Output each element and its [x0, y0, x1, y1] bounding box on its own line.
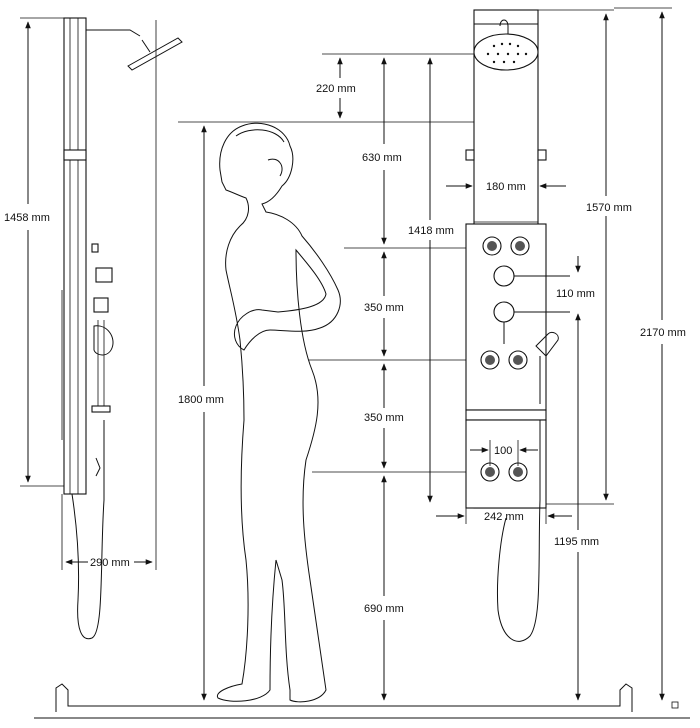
panel-width-bottom-dimension: 242 mm [436, 508, 572, 524]
side-height-dimension: 1458 mm [4, 17, 64, 487]
jet-span-dimension: 1418 mm [408, 57, 454, 503]
head-clearance-dimension: 220 mm [316, 53, 480, 119]
hand-shower [496, 331, 559, 642]
rain-shower-head [473, 19, 539, 71]
floor-base [34, 683, 690, 719]
person-height-dimension: 1800 mm [178, 121, 512, 701]
side-depth-dimension: 290 mm [61, 20, 157, 570]
person-height-label: 1800 mm [178, 394, 224, 406]
jet-spacing-lower-label: 350 mm [364, 412, 404, 424]
jet-pair-spacing-dimension: 100 [470, 440, 538, 466]
control-spacing-label: 110 mm [556, 288, 595, 300]
head-clearance-label: 220 mm [316, 83, 356, 95]
floor-to-handset-dimension: 1195 mm [554, 313, 599, 701]
total-height-label: 2170 mm [640, 327, 686, 339]
side-height-label: 1458 mm [4, 212, 50, 224]
floor-to-jet-label: 690 mm [364, 603, 404, 615]
head-to-jet-label: 630 mm [362, 152, 402, 164]
control-spacing-dimension: 110 mm [556, 256, 595, 300]
panel-height-dimension: 1570 mm [538, 9, 632, 505]
floor-to-handset-label: 1195 mm [554, 536, 599, 548]
jet-span-label: 1418 mm [408, 225, 454, 237]
side-depth-label: 290 mm [90, 557, 130, 569]
diverter-knob [493, 265, 570, 287]
panel-height-label: 1570 mm [586, 202, 632, 214]
jet-pair-spacing-label: 100 [494, 445, 512, 457]
head-to-jet-dimension: 630 mm [362, 57, 402, 245]
body-jets-middle [480, 350, 528, 370]
floor-to-jet-dimension: 690 mm [312, 471, 480, 701]
panel-width-top-label: 180 mm [486, 181, 526, 193]
body-jets-upper [482, 236, 530, 256]
panel-width-top-dimension: 180 mm [446, 181, 566, 193]
jet-spacing-lower-dimension: 350 mm [308, 359, 480, 469]
total-height-dimension: 2170 mm [614, 7, 686, 709]
jet-spacing-upper-dimension: 350 mm [344, 247, 480, 357]
panel-width-bottom-label: 242 mm [484, 511, 524, 523]
jet-spacing-upper-label: 350 mm [364, 302, 404, 314]
mixer-lever [493, 301, 570, 344]
side-view-panel [61, 17, 183, 640]
person-silhouette [216, 122, 341, 703]
front-view-panel [465, 9, 547, 509]
